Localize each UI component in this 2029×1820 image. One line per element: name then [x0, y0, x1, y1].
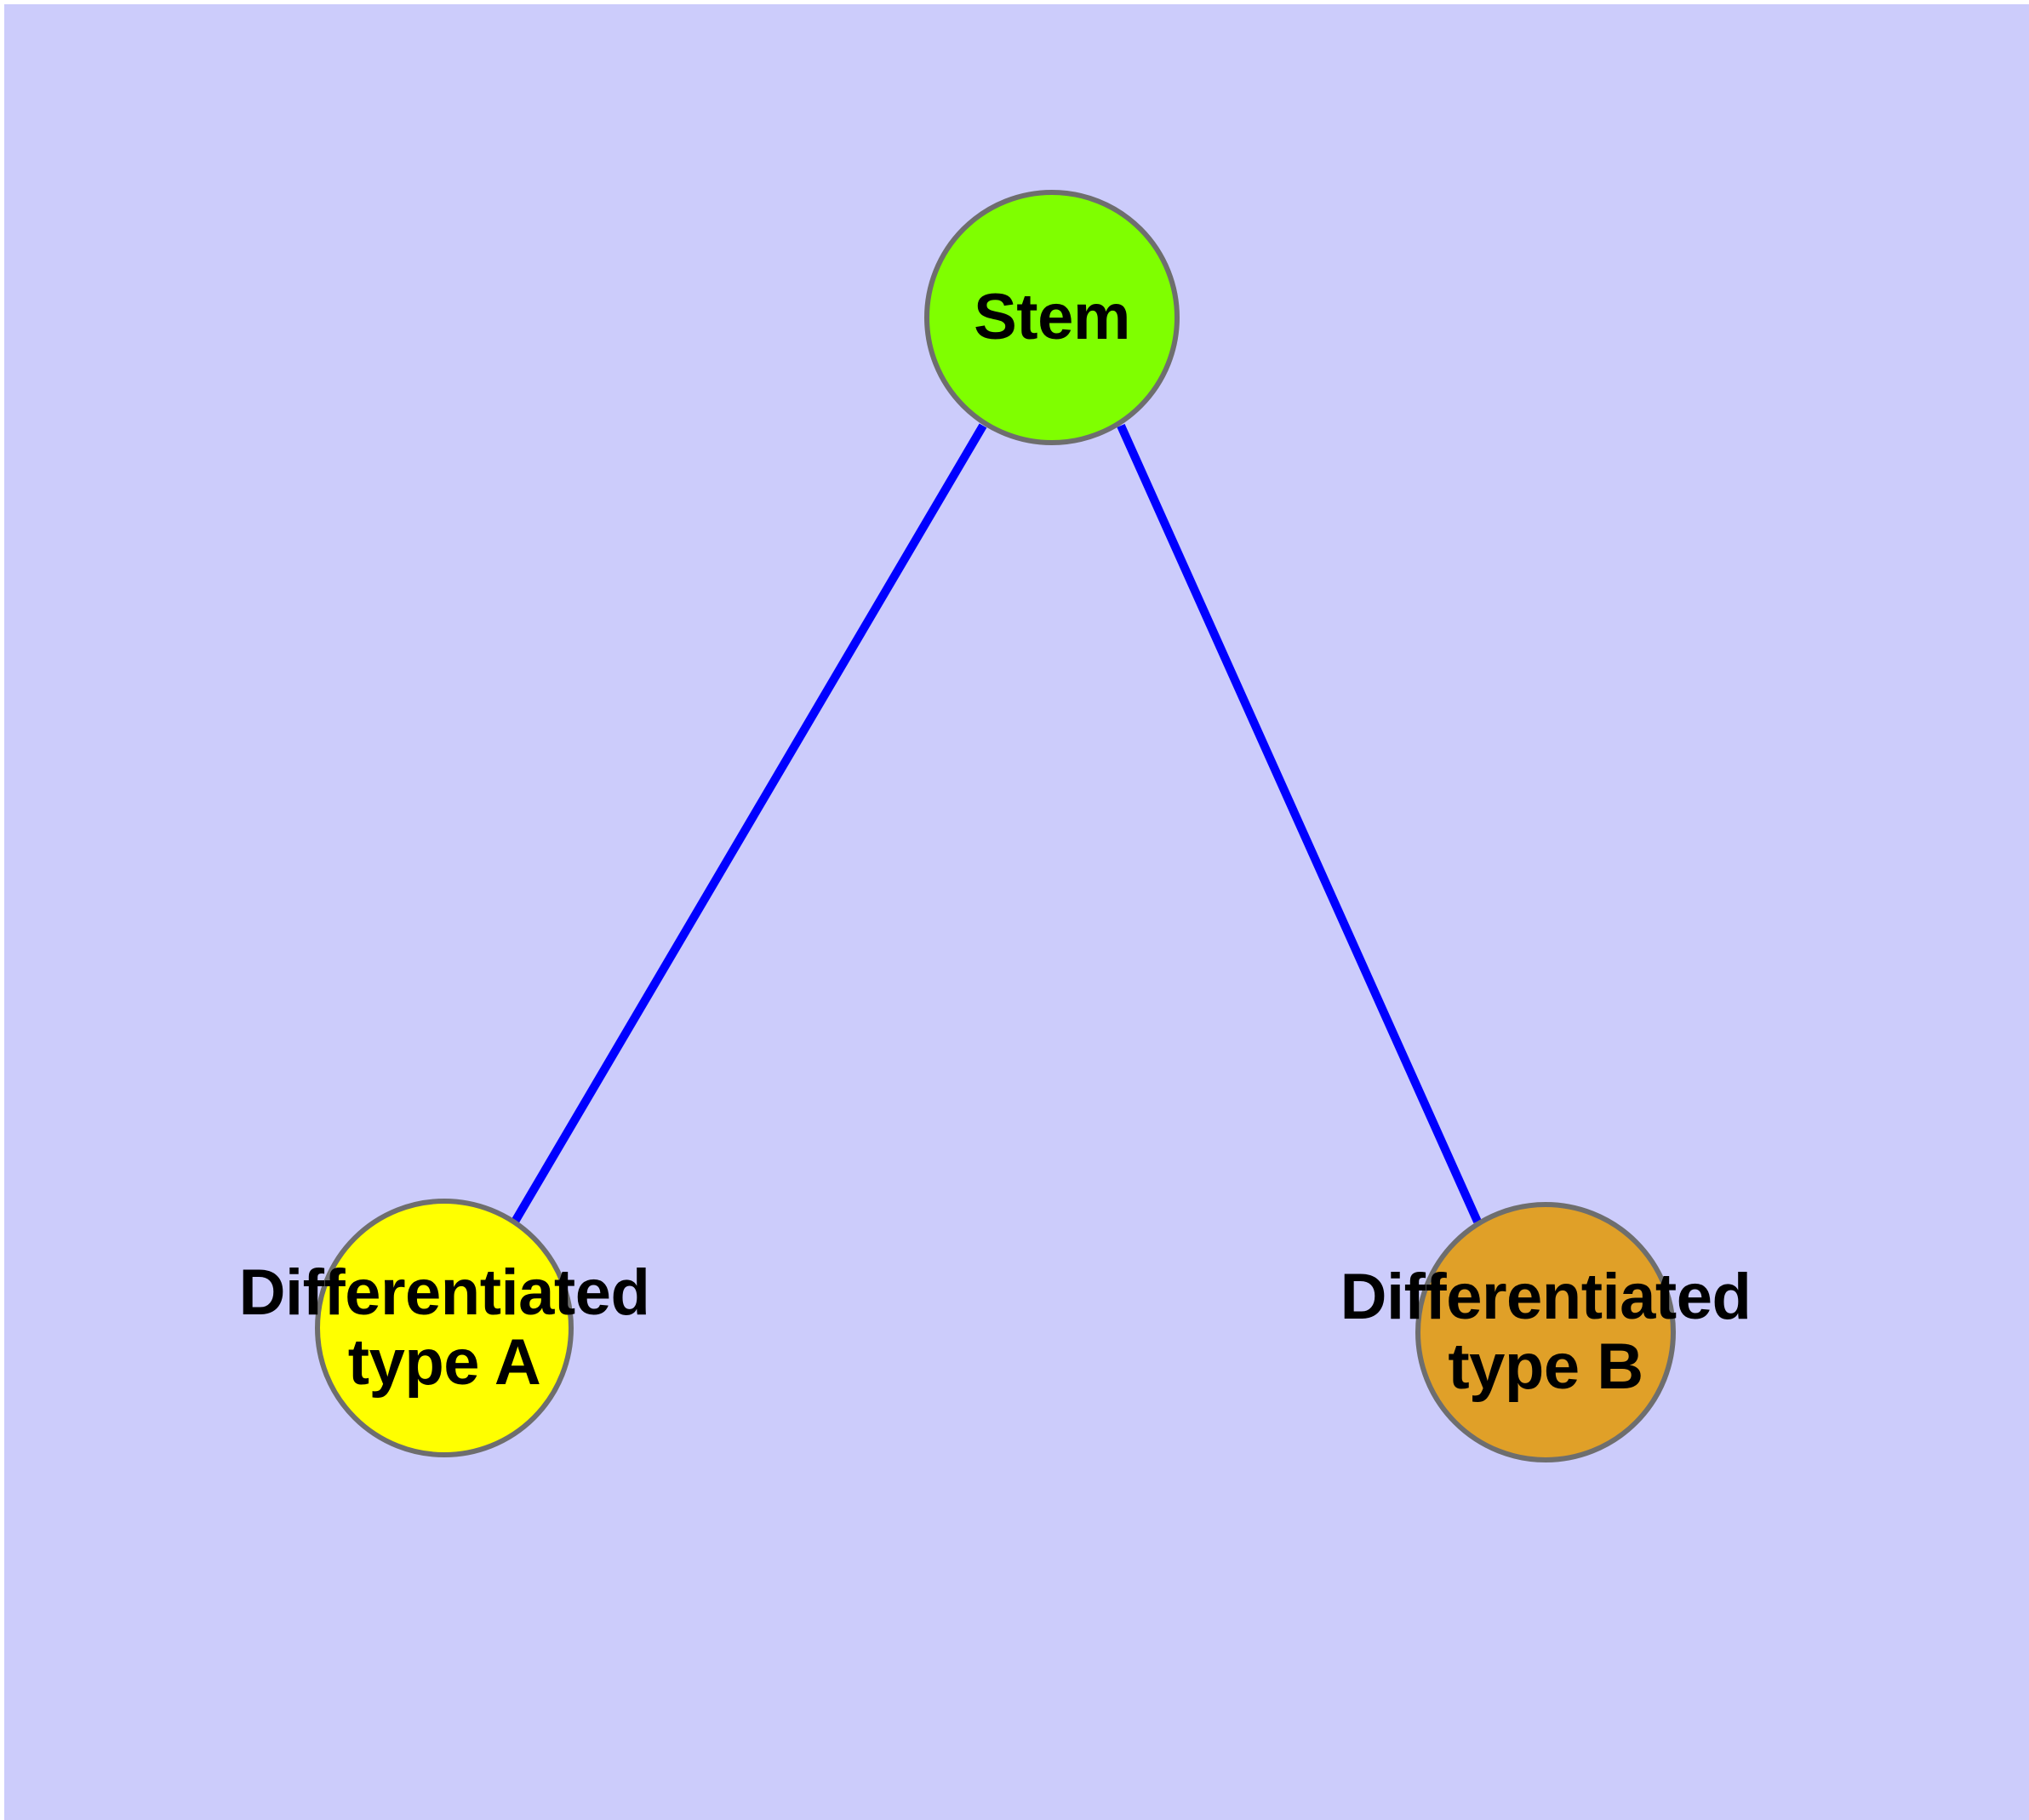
node-circle-diff-a[interactable]	[315, 1199, 574, 1457]
graph-edge-stem-to-diff-a	[511, 423, 987, 1224]
node-circle-diff-b[interactable]	[1415, 1202, 1676, 1462]
edges-container	[511, 423, 1482, 1224]
graph-edge-stem-to-diff-b	[1117, 423, 1482, 1224]
graph-edges-layer	[511, 423, 1482, 1224]
node-circle-stem[interactable]	[924, 190, 1180, 445]
